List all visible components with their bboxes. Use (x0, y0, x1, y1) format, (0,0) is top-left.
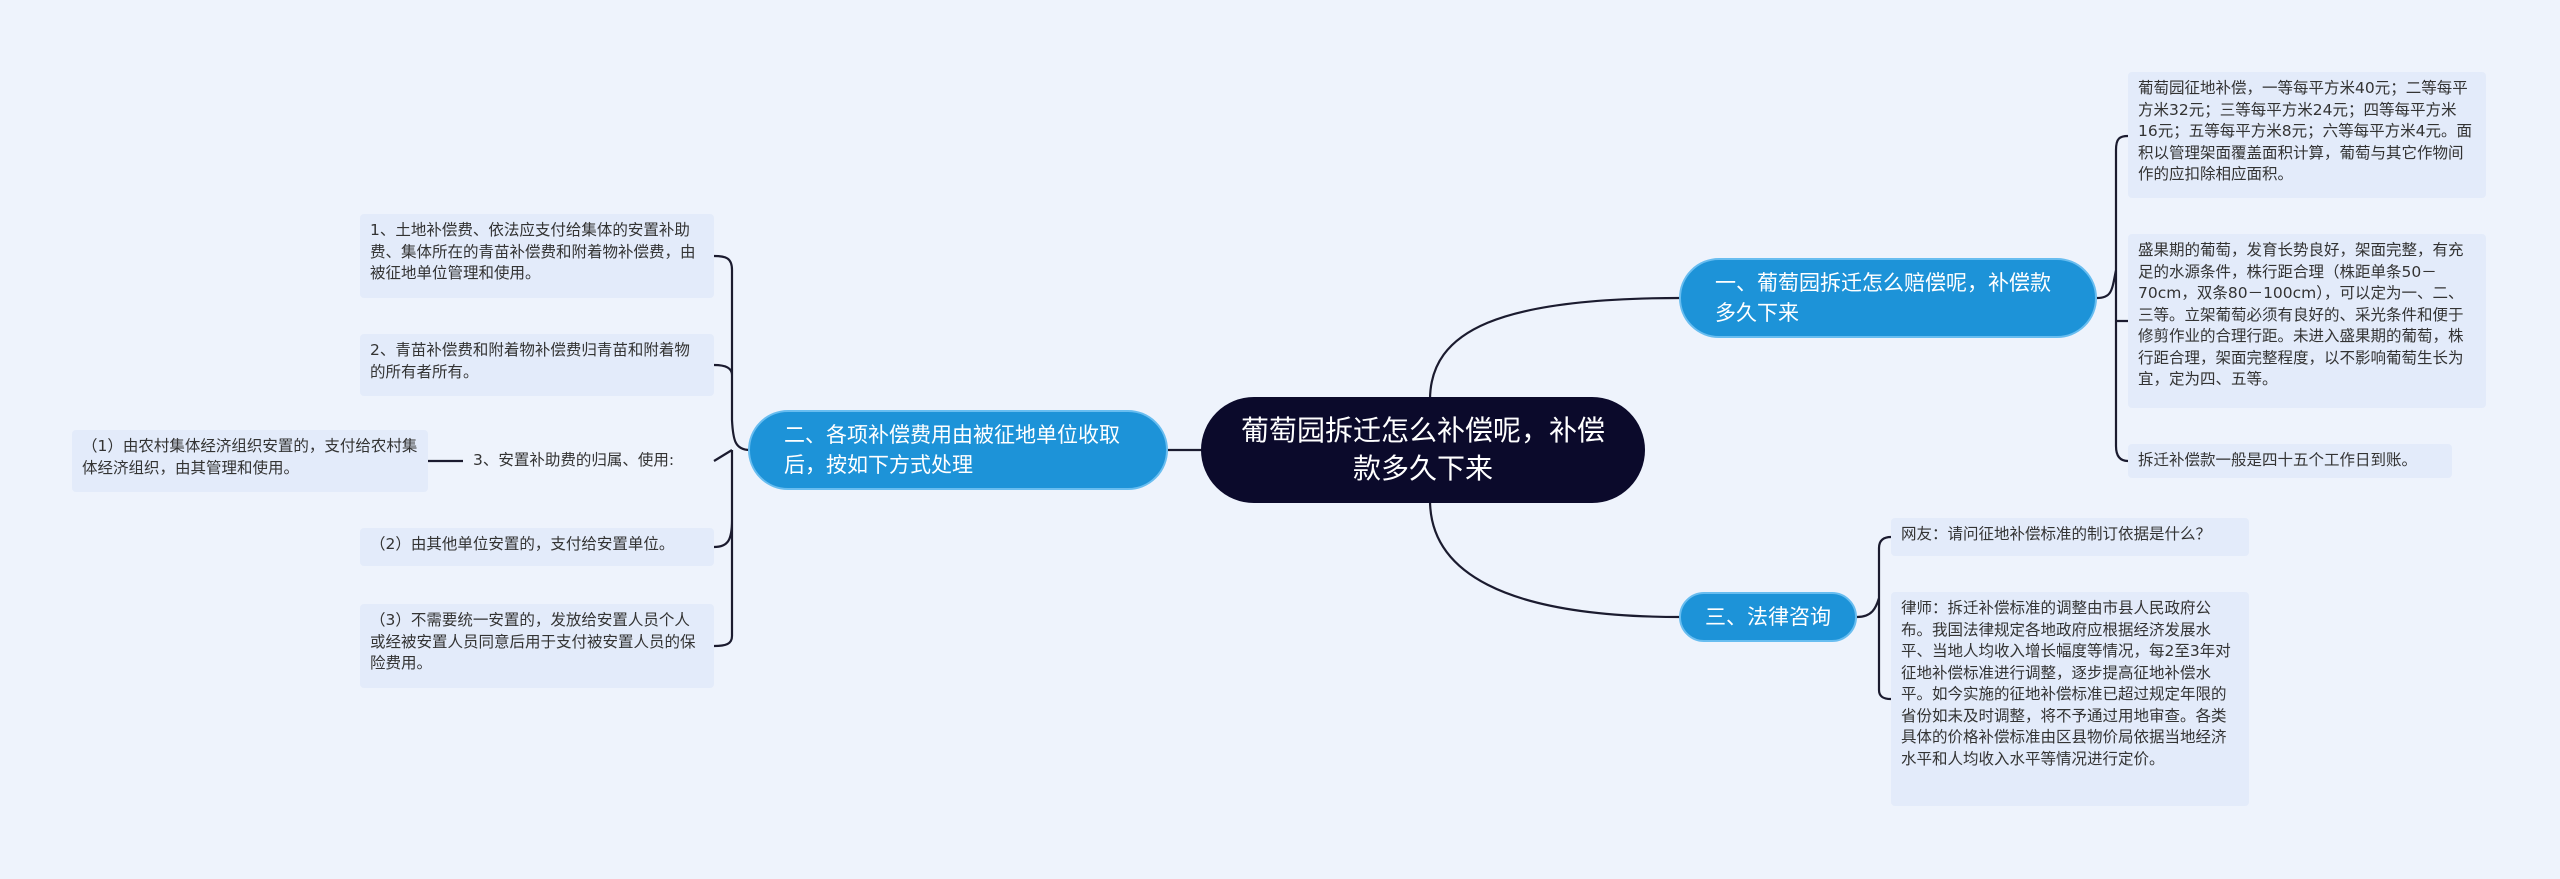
branch-one-label: 一、葡萄园拆迁怎么赔偿呢，补偿款多久下来 (1715, 271, 2051, 325)
leaf-text: 3、安置补助费的归属、使用: (473, 451, 675, 470)
leaf-lawyer-answer[interactable]: 律师：拆迁补偿标准的调整由市县人民政府公布。我国法律规定各地政府应根据经济发展水… (1891, 592, 2249, 806)
branch-three[interactable]: 三、法律咨询 (1679, 592, 1857, 642)
branch-one[interactable]: 一、葡萄园拆迁怎么赔偿呢，补偿款多久下来 (1679, 258, 2097, 338)
leaf-text: 2、青苗补偿费和附着物补偿费归青苗和附着物的所有者所有。 (370, 341, 690, 381)
link-b3-leaves (1856, 535, 1892, 701)
leaf-text: 律师：拆迁补偿标准的调整由市县人民政府公布。我国法律规定各地政府应根据经济发展水… (1901, 599, 2231, 768)
leaf-text: 1、土地补偿费、依法应支付给集体的安置补助费、集体所在的青苗补偿费和附着物补偿费… (370, 221, 696, 282)
link-b2-leaves (713, 254, 751, 648)
link-root-branch-three (1428, 499, 1682, 619)
leaf-compensation-grades[interactable]: 葡萄园征地补偿，一等每平方米40元；二等每平方米32元；三等每平方米24元；四等… (2128, 72, 2486, 198)
leaf-land-compensation[interactable]: 1、土地补偿费、依法应支付给集体的安置补助费、集体所在的青苗补偿费和附着物补偿费… (360, 214, 714, 298)
leaf-text: 网友：请问征地补偿标准的制订依据是什么？ (1901, 525, 2212, 543)
leaf-text: 盛果期的葡萄，发育长势良好，架面完整，有充足的水源条件，株行距合理（株距单条50… (2138, 241, 2464, 388)
leaf-resettlement-fee[interactable]: 3、安置补助费的归属、使用: (463, 442, 714, 480)
link-b1-leaves (2096, 134, 2129, 463)
leaf-question[interactable]: 网友：请问征地补偿标准的制订依据是什么？ (1891, 518, 2249, 556)
branch-two[interactable]: 二、各项补偿费用由被征地单位收取后，按如下方式处理 (748, 410, 1168, 490)
leaf-other-unit-resettlement[interactable]: （2）由其他单位安置的，支付给安置单位。 (360, 528, 714, 566)
leaf-text: （2）由其他单位安置的，支付给安置单位。 (370, 535, 675, 553)
branch-two-label: 二、各项补偿费用由被征地单位收取后，按如下方式处理 (784, 423, 1120, 477)
leaf-payment-time[interactable]: 拆迁补偿款一般是四十五个工作日到账。 (2128, 444, 2452, 478)
link-root-branch-one (1428, 296, 1682, 401)
leaf-text: 葡萄园征地补偿，一等每平方米40元；二等每平方米32元；三等每平方米24元；四等… (2138, 79, 2472, 183)
leaf-grade-criteria[interactable]: 盛果期的葡萄，发育长势良好，架面完整，有充足的水源条件，株行距合理（株距单条50… (2128, 234, 2486, 408)
root-topic[interactable]: 葡萄园拆迁怎么补偿呢，补偿款多久下来 (1201, 397, 1645, 503)
leaf-collective-resettlement[interactable]: （1）由农村集体经济组织安置的，支付给农村集体经济组织，由其管理和使用。 (72, 430, 428, 492)
leaf-text: （3）不需要统一安置的，发放给安置人员个人或经被安置人员同意后用于支付被安置人员… (370, 611, 696, 672)
leaf-individual-resettlement[interactable]: （3）不需要统一安置的，发放给安置人员个人或经被安置人员同意后用于支付被安置人员… (360, 604, 714, 688)
leaf-text: （1）由农村集体经济组织安置的，支付给农村集体经济组织，由其管理和使用。 (82, 437, 418, 477)
branch-three-label: 三、法律咨询 (1705, 605, 1831, 629)
root-topic-label: 葡萄园拆迁怎么补偿呢，补偿款多久下来 (1241, 414, 1606, 485)
leaf-crop-compensation[interactable]: 2、青苗补偿费和附着物补偿费归青苗和附着物的所有者所有。 (360, 334, 714, 396)
leaf-text: 拆迁补偿款一般是四十五个工作日到账。 (2138, 451, 2418, 469)
